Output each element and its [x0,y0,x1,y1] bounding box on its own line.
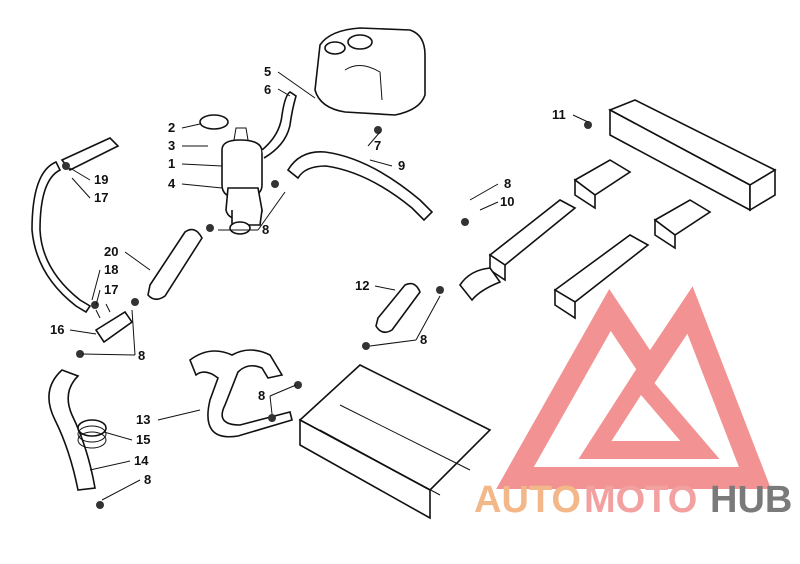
clamps [62,121,592,509]
callout-13: 13 [136,412,150,427]
watermark-text: AUTO MOTO HUB [474,479,792,521]
callout-10: 10 [500,194,514,209]
heat-exchanger-upper [573,99,777,250]
watermark-logo [496,286,772,489]
callout-11: 11 [552,107,566,122]
hose-19 [31,137,120,314]
callout-12: 12 [355,278,369,293]
callout-3: 3 [168,138,175,153]
leader-lines [69,71,589,501]
callout-9: 9 [398,158,405,173]
hose-9 [286,151,434,222]
callout-17-a: 17 [94,190,108,205]
callout-14: 14 [134,453,149,468]
callout-labels: 5 6 2 3 1 4 7 9 11 8 10 8 19 17 20 18 17… [50,64,566,487]
heat-exchanger-panel [298,364,492,520]
callout-8-a: 8 [504,176,511,191]
callout-20: 20 [104,244,118,259]
watermark-auto: AUTO [474,479,581,521]
callout-16: 16 [50,322,64,337]
watermark-hub: HUB [710,479,792,521]
callout-4: 4 [168,176,176,191]
callout-18: 18 [104,262,118,277]
callout-8-b: 8 [262,222,269,237]
hose-20 [147,228,203,301]
callout-6: 6 [264,82,271,97]
expansion-tank [199,91,297,235]
callout-8-d: 8 [420,332,427,347]
watermark-moto: MOTO [584,479,697,521]
coolant-tank [314,27,426,116]
tee-fitting-16 [94,303,134,344]
callout-19: 19 [94,172,108,187]
hose-14 [48,369,96,491]
callout-1: 1 [168,156,175,171]
hose-13 [189,349,293,438]
spring-15 [77,419,107,449]
hose-12 [375,282,421,334]
callout-7: 7 [374,138,381,153]
callout-15: 15 [136,432,150,447]
callout-8-f: 8 [144,472,151,487]
callout-8-c: 8 [138,348,145,363]
callout-5: 5 [264,64,271,79]
heat-exchanger-lower [459,199,650,320]
callout-2: 2 [168,120,175,135]
callout-17-b: 17 [104,282,118,297]
callout-8-e: 8 [258,388,265,403]
